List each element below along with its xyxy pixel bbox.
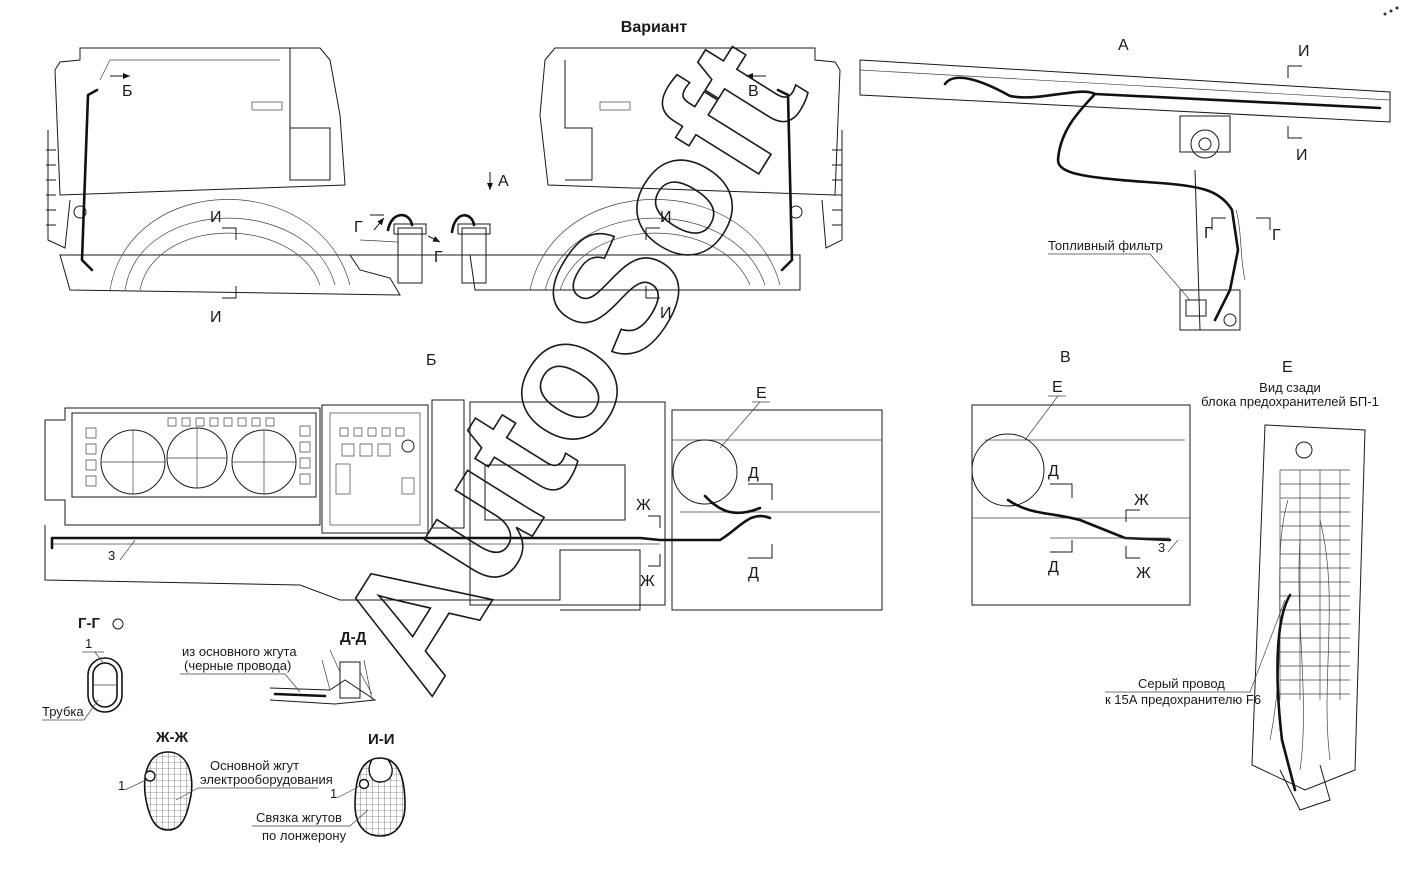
callout-main-harness-1: из основного жгута [182,644,297,659]
svg-text:В: В [748,83,759,100]
svg-text:И: И [210,209,222,226]
view-title-variant: Вариант [621,19,688,36]
section-gg-tube [87,657,123,713]
svg-text:И: И [660,305,672,322]
view-a-markers: И И Г Г [1204,43,1310,244]
svg-text:А: А [498,173,509,190]
fuse-block [1251,424,1366,811]
svg-text:Д: Д [748,465,759,482]
corner-logo [1383,6,1399,16]
view-a-frame [859,59,1391,331]
view-e-sub1: Вид сзади [1259,380,1321,395]
section-gg-symbol [112,618,124,630]
svg-text:Е: Е [1052,379,1063,396]
callout-main-harness-el-1: Основной жгут [210,758,299,773]
view-b-markers: 3 Д Д Ж Ж Е [108,385,773,590]
svg-text:Г: Г [1204,225,1213,242]
view-e-sub2: блока предохранителей БП-1 [1201,394,1379,409]
svg-text:Ж: Ж [636,497,651,514]
section-title-zhzh: Ж-Ж [155,729,189,746]
svg-text:И: И [1296,147,1308,164]
leader-fuel-filter [1048,253,1191,301]
section-title-ii: И-И [368,731,395,748]
section-ii-bundle [354,757,406,837]
callout-bundle-2: по лонжерону [262,828,347,843]
section-dd-connector [269,649,377,705]
callout-grey-wire-1: Серый провод [1138,676,1225,691]
callout-main-harness-el-2: электрооборудования [200,772,333,787]
svg-text:Г: Г [1272,227,1281,244]
leader-main-harness [180,673,301,693]
leader-grey-wire [1105,599,1286,693]
svg-text:Ж: Ж [1136,565,1151,582]
callout-bundle-1: Связка жгутов [256,810,342,825]
svg-text:Д: Д [1048,463,1059,480]
svg-text:И: И [210,309,222,326]
svg-text:Ж: Ж [1134,492,1149,509]
callout-fuel-filter: Топливный фильтр [1048,238,1163,253]
view-title-a: А [1118,37,1129,54]
callout-grey-wire-2: к 15А предохранителю F6 [1105,692,1261,707]
svg-text:И: И [1298,43,1310,60]
svg-text:И: И [660,209,672,226]
view-title-v: В [1060,349,1071,366]
dashboard [44,399,883,611]
pos-1-ii: 1 [330,786,337,801]
pos-1-gg: 1 [85,636,92,651]
svg-text:Б: Б [122,83,133,100]
view-v-body [971,404,1191,606]
view-v-markers: Е Д Д Ж Ж 3 [1024,379,1179,582]
view-title-e: Е [1282,359,1293,376]
svg-text:Д: Д [748,565,759,582]
svg-text:3: 3 [108,548,115,563]
svg-text:Г: Г [354,219,363,236]
svg-text:3: 3 [1158,540,1165,555]
callout-tube: Трубка [42,704,84,719]
svg-text:Г: Г [434,249,443,266]
variant-markers: Б В А И И И И Г Г [110,73,766,326]
section-title-gg: Г-Г [78,615,100,632]
svg-text:Е: Е [756,385,767,402]
view-title-b: Б [426,352,437,369]
svg-text:Д: Д [1048,559,1059,576]
section-zhzh-bundle [143,751,193,831]
watermark-autosoft: AutoSoft [300,10,841,719]
left-cab [46,47,401,296]
callout-main-harness-2: (черные провода) [184,658,291,673]
pos-1-zhzh: 1 [118,778,125,793]
section-title-dd: Д-Д [340,629,367,646]
fuel-filter-right [450,214,491,284]
svg-text:Ж: Ж [640,573,655,590]
